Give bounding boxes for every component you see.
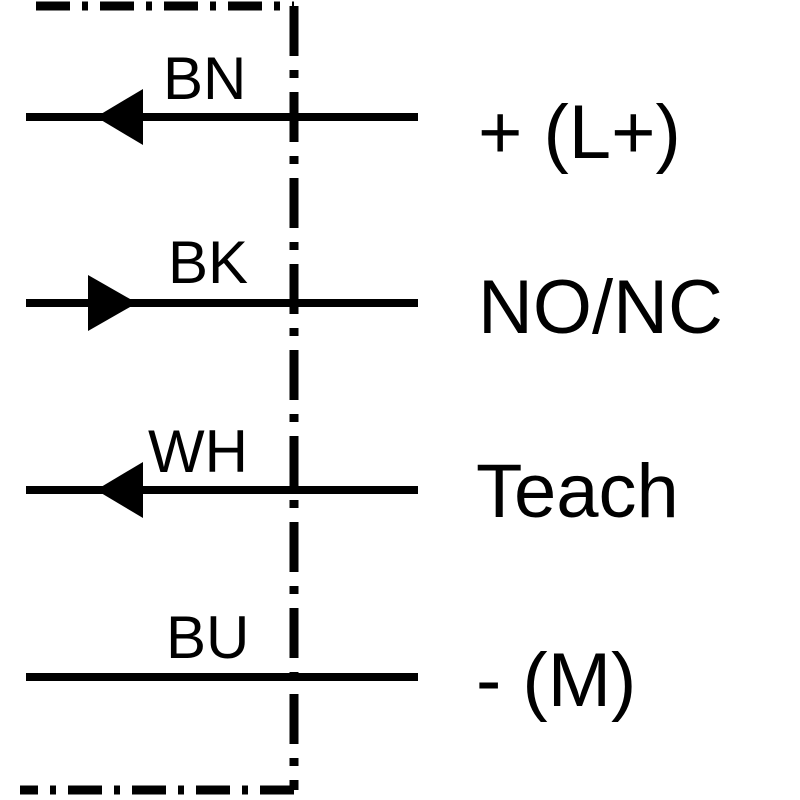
- wire-row-bu: BU - (M): [26, 604, 636, 723]
- signal-label: + (L+): [478, 90, 681, 175]
- wire-row-wh: WH Teach: [26, 418, 679, 534]
- signal-label: - (M): [476, 638, 636, 723]
- wire-code-label: BN: [163, 45, 246, 112]
- signal-label: NO/NC: [478, 265, 723, 350]
- wire-row-bn: BN + (L+): [26, 45, 681, 175]
- arrow-left-icon: [96, 462, 143, 518]
- wire-code-label: WH: [148, 418, 248, 485]
- sensor-housing-outline: [20, 1, 299, 795]
- wire-row-bk: BK NO/NC: [26, 229, 723, 350]
- signal-label: Teach: [476, 449, 679, 534]
- arrow-right-icon: [88, 275, 137, 331]
- arrow-left-icon: [96, 89, 143, 145]
- wire-code-label: BU: [166, 604, 249, 671]
- wire-code-label: BK: [168, 229, 248, 296]
